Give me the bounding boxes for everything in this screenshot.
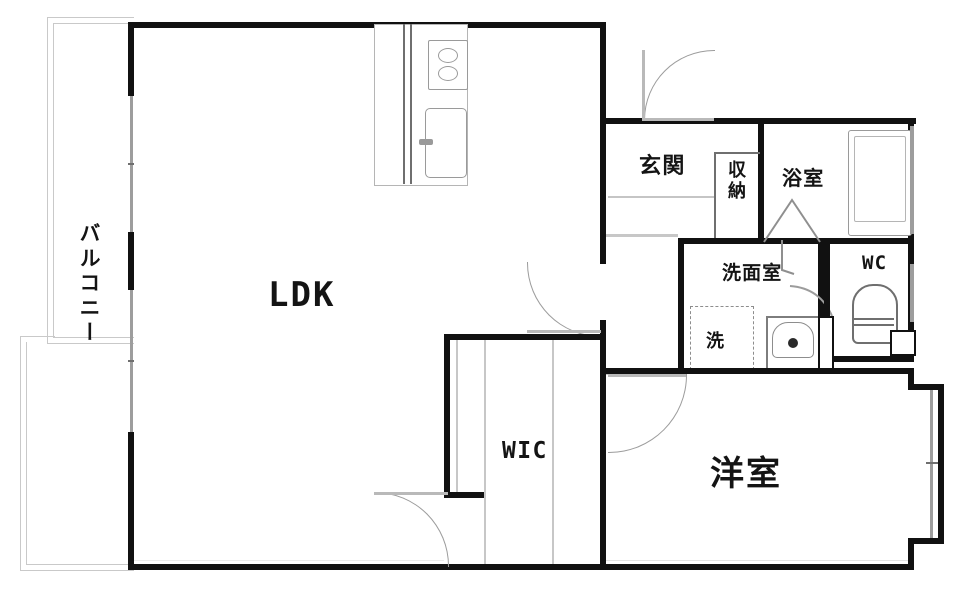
exterior-wall-west-upper (128, 22, 134, 96)
washing-machine-space-icon (690, 306, 754, 370)
bedroom-label: 洋室 (710, 454, 783, 494)
exterior-wall-west-pier (128, 232, 134, 290)
wic-shelf-line-c (456, 340, 458, 492)
laundry-label: 洗 (706, 331, 726, 352)
wash-basin-drain-icon (788, 338, 798, 348)
corridor-floor-line-north (606, 234, 678, 237)
wic-shelf-line-b (552, 340, 554, 564)
kitchen-counter-edge-b (410, 24, 412, 184)
bedroom-window-icon[interactable] (930, 390, 933, 538)
bath-wall-south (678, 238, 914, 244)
entrance-threshold (642, 118, 714, 121)
exterior-wall-south (128, 564, 914, 570)
balcony-railing-outer (47, 17, 134, 344)
wic-door-leaf[interactable] (374, 492, 448, 495)
ldk-hall-door-jamb-upper (600, 256, 606, 264)
floor-seam-ldk (134, 560, 444, 561)
bedroom-door-leaf[interactable] (608, 374, 686, 377)
wic-shelf-line-a (484, 340, 486, 564)
floor-seam-bedroom (606, 560, 908, 561)
bedroom-door-swing-icon (608, 374, 687, 453)
exterior-wall-west-lower (128, 432, 134, 570)
entrance-door-swing-icon (644, 50, 715, 121)
wc-wall-west (824, 244, 830, 368)
washroom-wall-west (678, 238, 684, 374)
balcony-railing-inner (53, 23, 134, 338)
balcony-railing-lower-inner (26, 342, 134, 565)
kitchen-counter-edge-a (403, 24, 405, 184)
balcony-window-lower-mullion (128, 360, 134, 362)
genkan-wall-north (606, 118, 916, 124)
bathroom-window-icon[interactable] (910, 126, 914, 234)
genkan-label: 玄関 (639, 154, 686, 179)
ldk-hall-door-swing-icon (527, 262, 602, 337)
washroom-label: 洗面室 (722, 262, 783, 284)
bedroom-wall-north (606, 368, 914, 374)
ldk-east-wall-upper (600, 22, 606, 262)
bath-door-folding-icon[interactable] (762, 196, 822, 244)
toilet-seat-line-a (852, 318, 894, 320)
ldk-east-wall-lower (600, 320, 606, 570)
bedroom-bay-east (938, 384, 944, 544)
balcony-notch-connector (20, 336, 55, 344)
kitchen-faucet-icon (419, 139, 433, 145)
wic-wall-south-stub (444, 492, 486, 498)
wc-window-icon[interactable] (910, 264, 914, 322)
bath-door-threshold-icon (781, 240, 795, 275)
wic-door-swing-icon (374, 492, 449, 567)
stove-burner-front-icon (438, 66, 458, 81)
storage-wall-west (714, 152, 716, 238)
storage-wall-north (714, 152, 760, 154)
ldk-hall-door-leaf[interactable] (527, 330, 601, 333)
bathtub-inner-icon (854, 136, 906, 222)
wic-label: WIC (502, 438, 548, 464)
storage-wall-east (758, 124, 764, 238)
wic-wall-west (444, 334, 450, 498)
genkan-step-line (608, 196, 714, 198)
balcony-label: バルコニー (77, 222, 101, 346)
storage-label: 収納 (725, 160, 746, 203)
bath-label: 浴室 (782, 166, 825, 190)
toilet-tank-icon (890, 330, 916, 356)
wic-wall-north (444, 334, 606, 340)
bedroom-wall-east-lower (908, 538, 914, 570)
entrance-door-leaf[interactable] (642, 50, 645, 120)
balcony-window-upper-mullion (128, 163, 134, 165)
balcony-railing-lower-outer (20, 336, 134, 571)
stove-burner-rear-icon (438, 48, 458, 63)
exterior-wall-top-left (128, 22, 606, 28)
bedroom-wall-east-upper (908, 368, 914, 388)
bedroom-window-mullion (926, 462, 938, 464)
wc-label: WC (862, 252, 888, 274)
bedroom-bay-south (908, 538, 944, 544)
ldk-label: LDK (268, 275, 336, 315)
wc-wall-south (824, 356, 914, 362)
washroom-wall-east (818, 244, 824, 374)
wc-door-jamb (818, 316, 834, 372)
toilet-seat-line-b (852, 324, 894, 326)
bedroom-bay-north (908, 384, 944, 390)
